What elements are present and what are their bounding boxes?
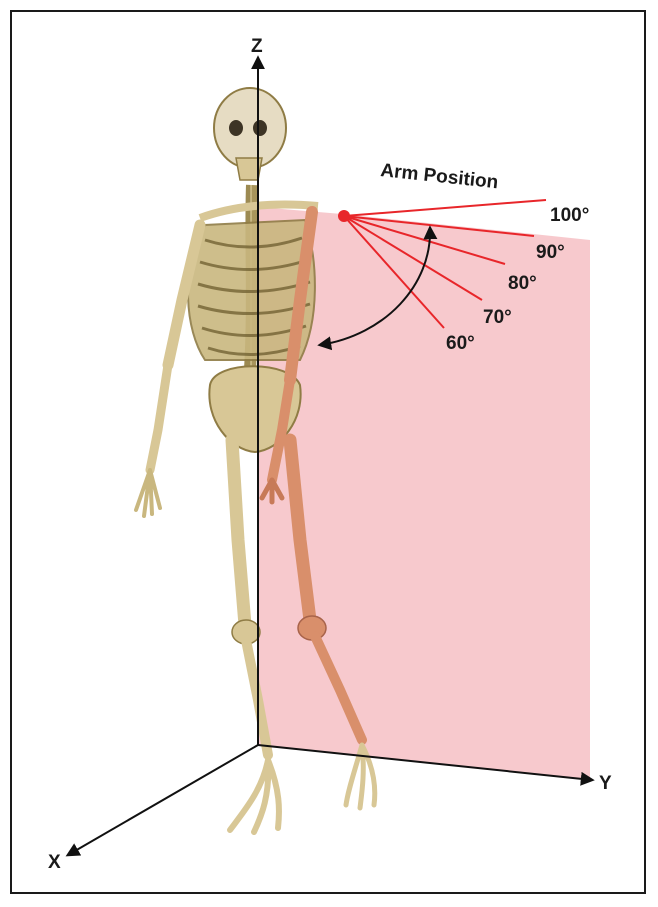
angle-label-70: 70°	[483, 307, 512, 328]
angle-line-100	[344, 200, 546, 216]
z-axis-label: Z	[251, 36, 263, 57]
x-axis-label: X	[48, 852, 61, 873]
x-axis	[68, 745, 258, 855]
shoulder-pivot-dot	[338, 210, 350, 222]
angle-label-90: 90°	[536, 242, 565, 263]
left-forearm	[150, 365, 168, 470]
skull	[214, 88, 286, 168]
left-hand	[136, 470, 160, 516]
left-foot	[230, 760, 279, 832]
left-femur	[232, 440, 245, 625]
angle-label-80: 80°	[508, 273, 537, 294]
y-axis-label: Y	[599, 773, 612, 794]
angle-label-60: 60°	[446, 333, 475, 354]
angle-label-100: 100°	[550, 205, 589, 226]
figure-title: Arm Position	[379, 160, 499, 193]
